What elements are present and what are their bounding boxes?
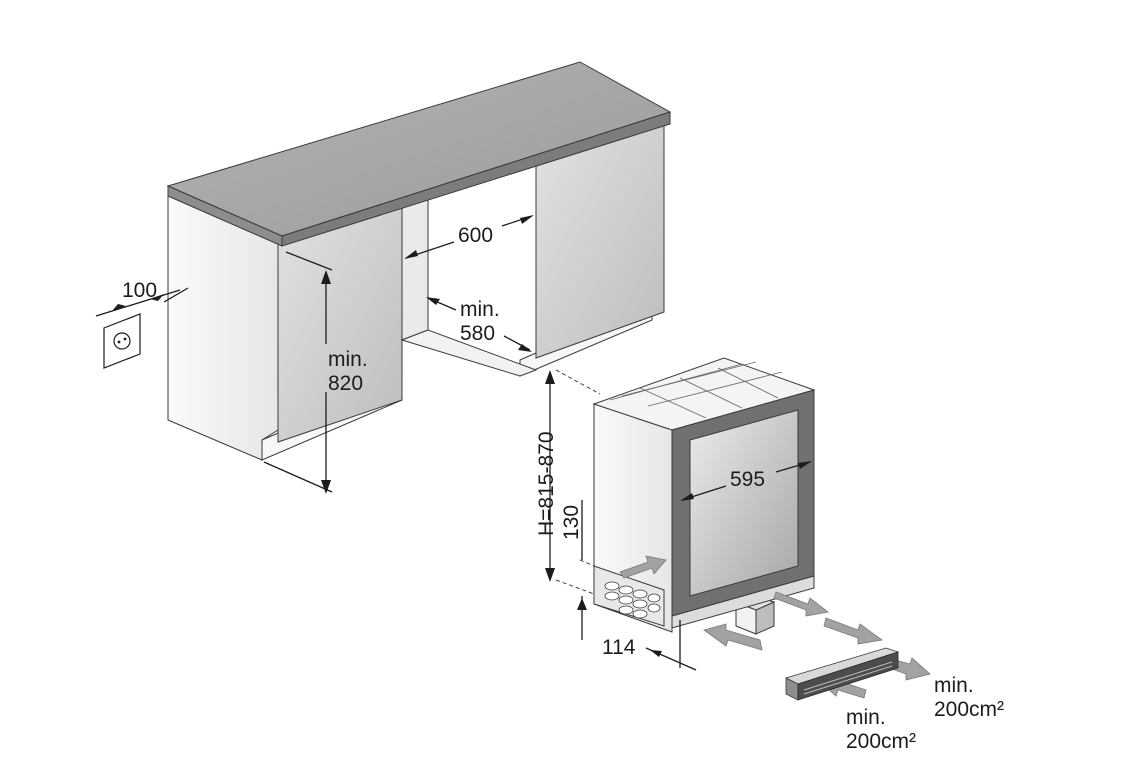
airflow-arrow-icon [773, 591, 829, 617]
appliance-door-glass [689, 409, 799, 597]
dimension-recess-depth: min. 580 [426, 297, 532, 352]
electrical-socket [103, 313, 141, 369]
recess-height-value-label: 820 [328, 372, 363, 395]
plinth-depth-label: 114 [602, 636, 636, 659]
dimension-socket-offset: 100 [95, 279, 189, 317]
worktop-edge-side [167, 185, 283, 247]
appliance-extension-lines [555, 369, 601, 595]
dimension-recess-height: min. 820 [263, 251, 368, 494]
outlet-area-label: 200cm² [934, 698, 1004, 721]
appliance-height-label: H=815-870 [535, 432, 558, 537]
recess-width-label: 600 [458, 224, 493, 247]
airflow-arrow-icon [703, 623, 763, 651]
ventilation-grille [784, 647, 900, 701]
grille-slots [604, 581, 661, 619]
airflow-arrow-icon [823, 617, 884, 645]
recess-floor [400, 329, 538, 377]
outlet-min-label: min. [934, 674, 974, 697]
dimension-appliance-width: 595 [680, 461, 812, 501]
inlet-area-label: 200cm² [846, 730, 916, 753]
recess-depth-value-label: 580 [460, 322, 495, 345]
dimension-appliance-height: H=815-870 [535, 370, 558, 582]
airflow-arrows [619, 555, 931, 699]
recess-depth-min-label: min. [460, 298, 500, 321]
plinth-height-label: 130 [560, 505, 583, 540]
dimension-plinth-depth: 114 [602, 620, 697, 671]
recess-height-min-label: min. [328, 348, 368, 371]
inlet-min-label: min. [846, 706, 886, 729]
socket-offset-label: 100 [122, 279, 157, 302]
dimension-recess-width: 600 [404, 215, 534, 259]
appliance-top-grid [609, 361, 783, 419]
kitchen-cabinet [166, 61, 672, 461]
socket-icon [113, 332, 131, 350]
recess-back-wall [401, 195, 429, 341]
appliance-width-label: 595 [730, 468, 765, 491]
wine-cooler-appliance [592, 357, 816, 635]
dimension-plinth-height: 130 [560, 500, 587, 640]
airflow-arrow-icon [619, 555, 667, 579]
